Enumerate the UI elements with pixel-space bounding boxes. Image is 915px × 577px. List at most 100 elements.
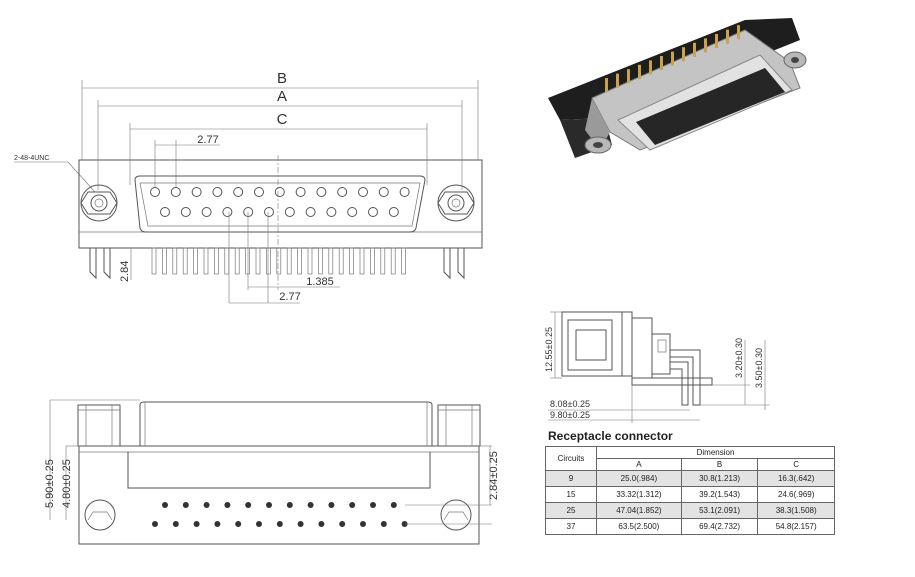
connector-photo xyxy=(548,18,807,158)
front-pin-tail xyxy=(276,247,282,275)
front-pin-tail xyxy=(172,247,178,275)
circuits-header: Circuits xyxy=(545,446,597,471)
front-pin xyxy=(358,187,368,197)
front-pin-tail xyxy=(255,247,261,275)
bottom-pin xyxy=(307,502,314,508)
front-pin-tail xyxy=(390,247,396,275)
front-pin-tail xyxy=(224,247,230,275)
front-pin xyxy=(388,207,399,217)
bottom-pin xyxy=(286,502,293,508)
front-pin-tail xyxy=(328,247,334,275)
tail-height-label: 2.84 xyxy=(119,261,131,282)
front-pin-tail xyxy=(234,247,240,275)
front-pin xyxy=(274,187,285,197)
front-pin xyxy=(368,207,378,217)
front-pin xyxy=(222,207,233,217)
front-pin-row-top xyxy=(150,187,410,197)
front-pin xyxy=(160,207,170,217)
cell-circuits: 15 xyxy=(545,486,597,503)
dim-label-a: A xyxy=(277,88,287,105)
cell-c: 38.3(1.508) xyxy=(757,502,835,519)
bottom-pin-row-bottom xyxy=(152,521,408,527)
front-pin-tail xyxy=(203,247,209,275)
cell-a: 33.32(1.312) xyxy=(596,486,682,503)
cell-c: 16.3(.642) xyxy=(757,470,835,487)
front-pin xyxy=(212,187,223,197)
cell-a: 47.04(1.852) xyxy=(596,502,682,519)
bottom-pin xyxy=(390,502,397,508)
front-pin-tail xyxy=(162,247,167,275)
front-pin xyxy=(180,207,191,217)
side-dim-350: 3.50±0.30 xyxy=(754,348,764,388)
front-pin xyxy=(191,187,202,197)
front-pin-tail xyxy=(193,247,198,275)
bottom-pin xyxy=(401,521,408,527)
cell-circuits: 9 xyxy=(545,470,597,487)
cell-c: 54.8(2.157) xyxy=(757,518,835,535)
front-pin xyxy=(347,207,358,217)
front-pin-tail xyxy=(359,247,365,275)
right-screw xyxy=(437,184,475,222)
bottom-view: 5.90±0.25 4.80±0.25 2.84±0.25 xyxy=(44,399,500,545)
side-dim-320: 3.20±0.30 xyxy=(734,338,744,378)
front-pin xyxy=(305,207,316,217)
cell-c: 24.6(.969) xyxy=(757,486,835,503)
bottom-pin-row-top xyxy=(162,502,397,508)
front-pin xyxy=(399,187,410,197)
front-pin-tail xyxy=(151,247,157,275)
cell-b: 39.2(1.543) xyxy=(680,486,759,503)
bottom-pin xyxy=(276,521,283,527)
front-pin xyxy=(326,207,337,217)
front-pin xyxy=(316,187,327,197)
table-row: 9 25.0(.984) 30.8(1.213) 16.3(.642) xyxy=(545,470,835,487)
dim-label-c: C xyxy=(277,111,288,128)
mount-note-label: 2-48-4UNC xyxy=(14,155,49,162)
table-row: 37 63.5(2.500) 69.4(2.732) 54.8(2.157) xyxy=(545,518,835,535)
side-dim-980: 9.80±0.25 xyxy=(550,410,590,420)
cell-circuits: 25 xyxy=(545,502,597,519)
connector-photo-pin xyxy=(715,34,718,48)
bottom-dim-590: 5.90±0.25 xyxy=(44,459,56,508)
front-pin xyxy=(254,187,264,197)
connector-photo-pin xyxy=(693,42,696,57)
front-pin-tail xyxy=(318,247,323,275)
bottom-pin xyxy=(256,521,262,527)
bottom-pin xyxy=(339,521,346,527)
bottom-pin xyxy=(328,502,335,508)
table-row: 15 33.32(1.312) 39.2(1.543) 24.6(.969) xyxy=(545,486,835,503)
bottom-pin xyxy=(297,521,304,527)
connector-photo-pins xyxy=(605,25,740,92)
front-pin-row-bottom xyxy=(160,207,399,217)
front-pin-tail xyxy=(214,247,219,275)
cell-b: 30.8(1.213) xyxy=(680,470,759,487)
front-pin-tail xyxy=(349,247,354,275)
front-pin-tail xyxy=(370,247,375,275)
bottom-pin xyxy=(172,521,179,527)
cell-a: 63.5(2.500) xyxy=(596,518,682,535)
front-pin xyxy=(170,187,181,197)
cell-b: 53.1(2.091) xyxy=(680,502,759,519)
bottom-pin xyxy=(224,502,231,508)
front-pin xyxy=(337,187,348,197)
front-pin xyxy=(295,187,306,197)
bottom-pin xyxy=(162,502,168,508)
dimension-table: Circuits Dimension A B C 9 25.0(.984) 30… xyxy=(545,446,835,535)
front-pin xyxy=(201,207,212,217)
front-pin-tail xyxy=(338,247,344,275)
row-offset-label: 1.385 xyxy=(306,276,334,288)
column-header-a: A xyxy=(596,458,682,471)
bottom-pin xyxy=(203,502,210,508)
bottom-pin xyxy=(245,502,252,508)
table-row: 25 47.04(1.852) 53.1(2.091) 38.3(1.508) xyxy=(545,502,835,519)
pitch-top-label: 2.77 xyxy=(197,134,218,146)
front-pin-tails xyxy=(151,247,406,275)
left-screw xyxy=(80,184,118,222)
bottom-dim-480: 4.80±0.25 xyxy=(61,459,73,508)
front-pin-tail xyxy=(401,247,406,275)
connector-photo-pin xyxy=(605,78,608,92)
cell-a: 25.0(.984) xyxy=(596,470,682,487)
front-pin xyxy=(233,187,244,197)
side-dim-height: 12.55±0.25 xyxy=(544,327,554,372)
bottom-pin xyxy=(380,521,387,527)
